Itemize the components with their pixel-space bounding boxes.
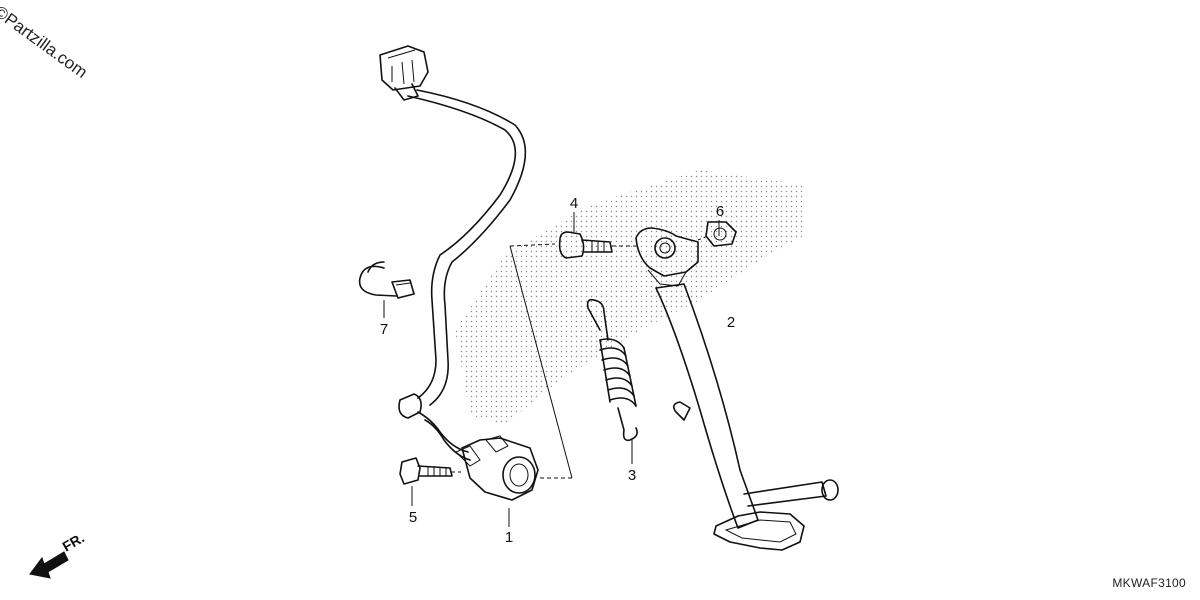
callout-6: 6 bbox=[716, 203, 724, 220]
side-stand-switch-part-1[interactable] bbox=[379, 45, 539, 501]
front-direction-arrow-icon bbox=[29, 551, 69, 579]
callout-7: 7 bbox=[380, 321, 388, 338]
return-spring-part-3[interactable] bbox=[586, 298, 638, 442]
cable-band-part-7[interactable] bbox=[358, 261, 415, 299]
side-stand-part-2[interactable] bbox=[635, 227, 839, 551]
callout-3: 3 bbox=[628, 467, 636, 484]
callout-4: 4 bbox=[570, 195, 578, 212]
callout-2: 2 bbox=[727, 314, 735, 331]
pivot-bolt-part-4[interactable] bbox=[558, 231, 613, 259]
diagram-code: MKWAF3100 bbox=[1112, 576, 1186, 590]
callout-1: 1 bbox=[505, 529, 513, 546]
leader-lines bbox=[383, 212, 720, 527]
flange-bolt-part-5[interactable] bbox=[399, 457, 453, 485]
callout-5: 5 bbox=[409, 509, 417, 526]
front-direction-label: FR. bbox=[60, 529, 88, 554]
flange-nut-part-6[interactable] bbox=[705, 221, 737, 247]
frame-bracket-stipple bbox=[455, 170, 805, 425]
